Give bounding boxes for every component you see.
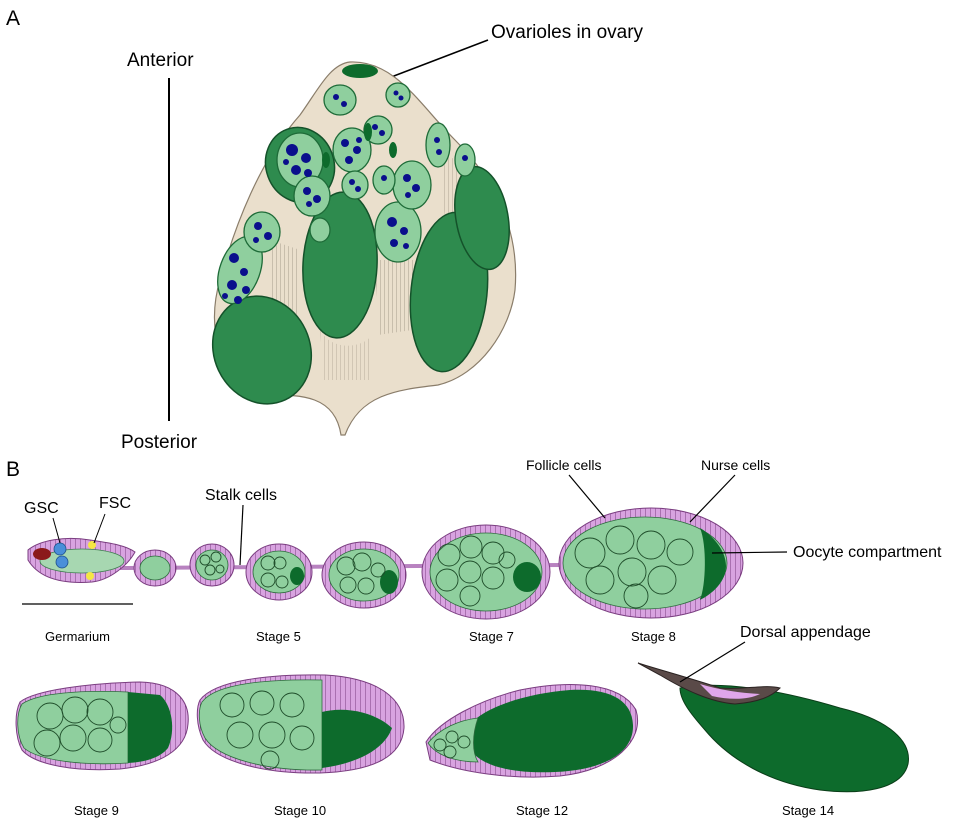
dorsal-appendage-label: Dorsal appendage bbox=[740, 624, 871, 641]
late-stage-chambers bbox=[16, 663, 908, 792]
oocyte-compartment-label: Oocyte compartment bbox=[793, 544, 942, 561]
cap-cells bbox=[33, 548, 51, 560]
gsc-label: GSC bbox=[24, 500, 59, 517]
dorsal-appendage bbox=[638, 663, 780, 704]
ovariole-chain bbox=[28, 508, 743, 619]
stage-label-10: Stage 10 bbox=[274, 803, 326, 818]
ovary-illustration bbox=[195, 62, 516, 435]
stalk-cells-label: Stalk cells bbox=[205, 487, 277, 504]
stage14-egg bbox=[680, 685, 908, 792]
tissue-striations-right bbox=[375, 260, 415, 335]
stage7-oocyte bbox=[513, 562, 541, 592]
stage2-core bbox=[140, 556, 170, 580]
gsc-cell bbox=[54, 543, 66, 555]
dorsal-appendage-leader-line bbox=[680, 642, 745, 682]
follicle-cells-label: Follicle cells bbox=[526, 457, 601, 473]
stage-label-9: Stage 9 bbox=[74, 803, 119, 818]
ovarioles-label: Ovarioles in ovary bbox=[491, 22, 644, 43]
stage-label-8: Stage 8 bbox=[631, 629, 676, 644]
fsc-cell bbox=[86, 572, 94, 580]
young-chamber bbox=[393, 161, 431, 209]
stage-label-germarium: Germarium bbox=[45, 629, 110, 644]
anterior-label: Anterior bbox=[127, 50, 194, 71]
posterior-label: Posterior bbox=[121, 432, 198, 453]
oocyte-tip bbox=[389, 142, 397, 158]
ovarioles-leader-line bbox=[386, 40, 488, 79]
gsc-cell bbox=[56, 556, 68, 568]
young-chamber bbox=[310, 218, 330, 242]
stage-label-7: Stage 7 bbox=[469, 629, 514, 644]
stage-label-5: Stage 5 bbox=[256, 629, 301, 644]
stage9-nurse bbox=[18, 691, 128, 763]
oocyte-tip bbox=[342, 64, 378, 78]
young-chamber bbox=[294, 176, 330, 216]
nurse-cells-leader-line bbox=[690, 475, 735, 522]
young-chamber bbox=[386, 83, 410, 107]
fsc-label: FSC bbox=[99, 495, 131, 512]
stage10-nurse bbox=[199, 680, 322, 770]
follicle-cells-leader-line bbox=[569, 475, 605, 518]
fsc-leader-line bbox=[94, 514, 105, 543]
stage-label-12: Stage 12 bbox=[516, 803, 568, 818]
germarium-core bbox=[40, 549, 124, 573]
young-chamber bbox=[324, 85, 356, 115]
panel-b-letter: B bbox=[6, 458, 20, 481]
stage6-oocyte bbox=[380, 570, 398, 594]
young-chamber bbox=[342, 171, 368, 199]
oocyte-tip bbox=[364, 123, 372, 141]
nurse-cells-label: Nurse cells bbox=[701, 457, 770, 473]
young-chamber bbox=[426, 123, 450, 167]
young-chamber bbox=[375, 202, 421, 262]
young-chamber bbox=[244, 212, 280, 252]
oocyte-tip bbox=[322, 152, 330, 168]
stage-label-14: Stage 14 bbox=[782, 803, 834, 818]
stage5-oocyte bbox=[290, 567, 304, 585]
panel-a-letter: A bbox=[6, 7, 20, 30]
stalk-cells-leader-line bbox=[240, 505, 243, 565]
